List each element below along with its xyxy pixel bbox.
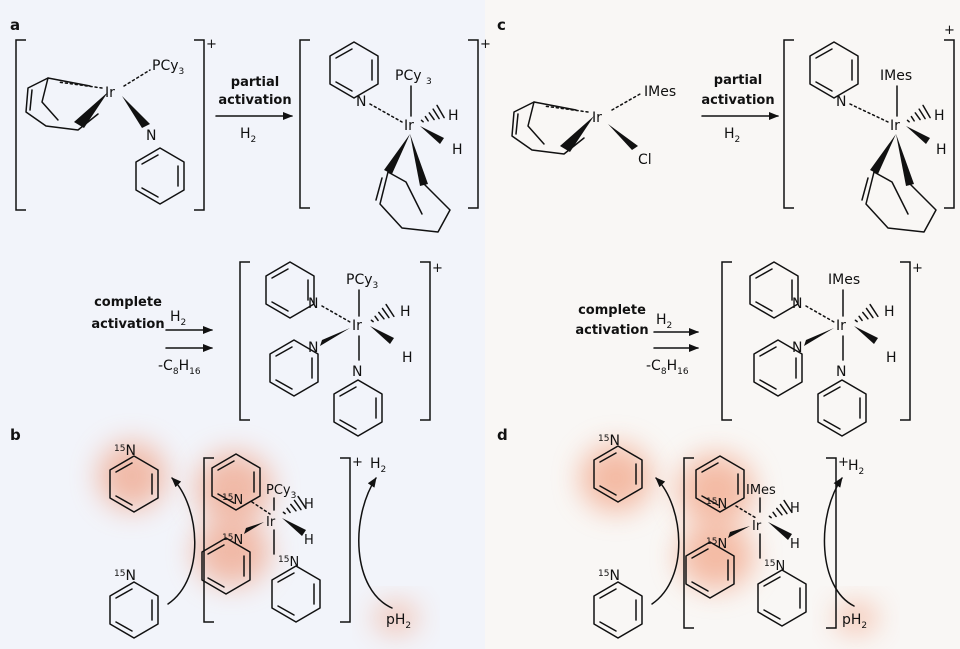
svg-text:+: + — [912, 261, 923, 276]
panel-label-a: a — [10, 16, 20, 34]
svg-text:activation: activation — [701, 93, 774, 108]
svg-text:pH2: pH2 — [842, 612, 867, 631]
svg-text:Ir: Ir — [266, 515, 276, 530]
complex-a-partial: + N Ir PCy 3 H H — [299, 37, 491, 233]
pyridine-n: N — [146, 128, 156, 144]
complex-c-complete: + N Ir IMes H H N N — [721, 261, 923, 437]
svg-text:15N: 15N — [278, 555, 299, 570]
complete-activation-arrow-c: complete activation H2 -C8H16 — [575, 303, 699, 377]
svg-text:+: + — [432, 261, 443, 276]
partial-activation-arrow-c: partial activation H2 — [701, 73, 779, 145]
svg-text:N: N — [352, 364, 362, 380]
svg-text:N: N — [308, 296, 318, 312]
complex-c-precursor: Ir IMes Cl — [511, 84, 676, 168]
svg-text:H: H — [402, 350, 413, 366]
svg-text:activation: activation — [91, 317, 164, 332]
svg-text:H: H — [790, 501, 800, 516]
panel-label-b: b — [10, 426, 21, 444]
svg-text:Ir: Ir — [752, 519, 762, 534]
svg-text:15N: 15N — [222, 533, 243, 548]
svg-text:IMes: IMes — [746, 483, 776, 498]
svg-text:+: + — [480, 37, 491, 52]
panel-label-c: c — [497, 16, 506, 34]
h2-reagent: H2 — [240, 126, 256, 145]
iridium-atom: Ir — [105, 85, 115, 101]
svg-text:PCy3: PCy3 — [346, 272, 378, 291]
svg-text:IMes: IMes — [880, 68, 912, 84]
svg-text:H2: H2 — [656, 312, 672, 331]
svg-text:H: H — [452, 142, 463, 158]
svg-text:Ir: Ir — [890, 118, 900, 134]
svg-text:pH2: pH2 — [386, 612, 411, 631]
svg-text:N: N — [836, 364, 846, 380]
svg-text:15N: 15N — [114, 443, 136, 459]
svg-text:Ir: Ir — [592, 110, 602, 126]
svg-text:H: H — [304, 497, 314, 512]
svg-text:H: H — [448, 108, 459, 124]
svg-text:activation: activation — [575, 323, 648, 338]
svg-text:complete: complete — [578, 303, 646, 318]
svg-text:partial: partial — [714, 73, 762, 88]
svg-text:Ir: Ir — [404, 118, 414, 134]
pcy3-ligand: PCy3 — [152, 58, 184, 77]
complete-activation-arrow-a: complete activation H2 -C8H16 — [91, 295, 213, 377]
svg-text:15N: 15N — [706, 497, 727, 512]
svg-text:H2: H2 — [848, 458, 864, 477]
sabre-cycle-b: 15N + 15N Ir PCy3 H H 15N 15N 15N H2 pH2 — [98, 442, 418, 639]
svg-text:H: H — [304, 533, 314, 548]
svg-text:H2: H2 — [724, 126, 740, 145]
svg-text:15N: 15N — [706, 537, 727, 552]
svg-text:H: H — [790, 537, 800, 552]
svg-text:15N: 15N — [222, 493, 243, 508]
svg-text:-C8H16: -C8H16 — [646, 358, 689, 377]
sabre-cycle-d: 15N + 15N Ir IMes H H 15N 15N 15N H2 pH2 — [580, 433, 878, 639]
svg-text:N: N — [356, 94, 366, 110]
svg-text:H: H — [884, 304, 895, 320]
svg-text:+: + — [838, 455, 849, 470]
svg-text:Ir: Ir — [836, 318, 846, 334]
charge-plus: + — [206, 37, 217, 52]
svg-text:N: N — [792, 296, 802, 312]
svg-text:Ir: Ir — [352, 318, 362, 334]
complex-a-precursor: + Ir PCy3 N — [15, 37, 217, 211]
partial-label-1: partial — [231, 75, 279, 90]
svg-text:H2: H2 — [170, 309, 186, 328]
panel-label-d: d — [497, 426, 508, 444]
svg-text:H2: H2 — [370, 456, 386, 475]
partial-label-2: activation — [218, 93, 291, 108]
svg-text:15N: 15N — [114, 568, 136, 584]
svg-text:N: N — [792, 340, 802, 356]
svg-text:H: H — [934, 108, 945, 124]
svg-text:+: + — [352, 455, 363, 470]
svg-text:H: H — [886, 350, 897, 366]
svg-text:15N: 15N — [764, 559, 785, 574]
complex-c-partial: + N Ir IMes H H — [783, 23, 955, 233]
complex-a-complete: + N Ir PCy3 H H N N — [239, 261, 443, 437]
svg-text:complete: complete — [94, 295, 162, 310]
svg-text:PCy: PCy — [395, 68, 422, 84]
svg-text:15N: 15N — [598, 568, 620, 584]
cod-loss: -C8H16 — [158, 358, 201, 377]
svg-text:PCy3: PCy3 — [266, 483, 296, 501]
svg-text:N: N — [836, 94, 846, 110]
partial-activation-arrow-a: partial activation H2 — [215, 75, 293, 145]
svg-text:15N: 15N — [598, 433, 620, 449]
svg-text:H: H — [400, 304, 411, 320]
chloride: Cl — [638, 152, 652, 168]
svg-text:H: H — [936, 142, 947, 158]
svg-text:+: + — [944, 23, 955, 38]
svg-text:N: N — [308, 340, 318, 356]
imes-ligand: IMes — [644, 84, 676, 100]
svg-text:3: 3 — [426, 77, 432, 87]
svg-text:IMes: IMes — [828, 272, 860, 288]
